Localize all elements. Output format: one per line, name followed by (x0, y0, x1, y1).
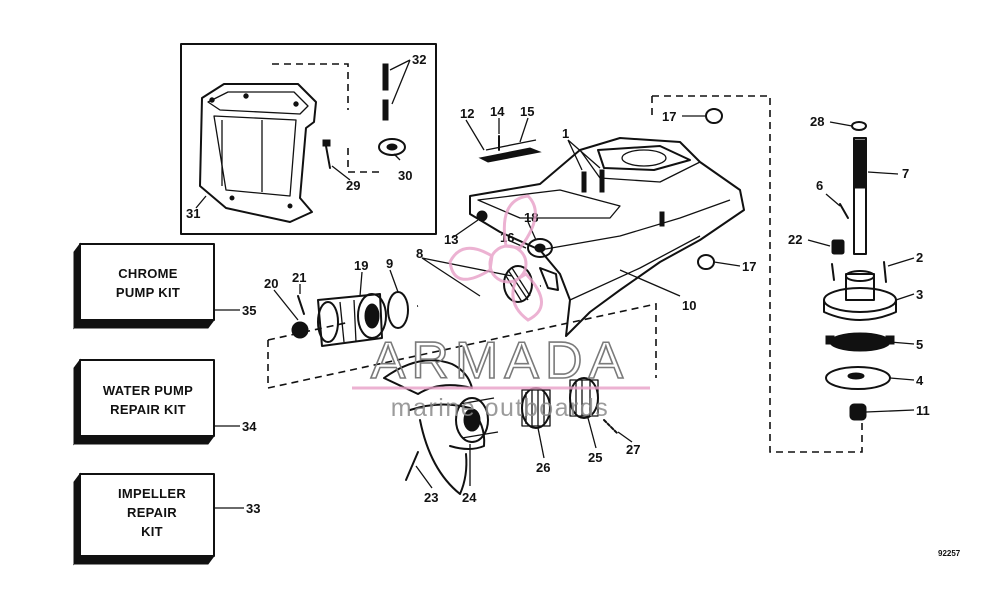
kit-box-water-pump: WATER PUMP REPAIR KIT 34 (73, 358, 257, 446)
callout-30: 30 (398, 168, 412, 183)
seal-part-30 (378, 138, 406, 156)
propeller-shaft-part (417, 265, 541, 308)
impeller-part (825, 332, 895, 352)
callout-2: 2 (916, 250, 923, 265)
callout-23: 23 (424, 490, 438, 505)
kit-box-impeller-repair: IMPELLER REPAIR KIT 33 (73, 472, 260, 566)
propeller-part (383, 359, 499, 495)
callout-16: 16 (500, 230, 514, 245)
leader-lines (273, 115, 915, 489)
callout-4: 4 (916, 373, 924, 388)
exhaust-housing-part (199, 83, 317, 223)
screw-part-2 (883, 261, 887, 283)
part-20 (291, 321, 309, 339)
callout-28: 28 (810, 114, 824, 129)
callout-33: 33 (246, 501, 260, 516)
callout-25: 25 (588, 450, 602, 465)
kit-box-chrome-pump: CHROME PUMP KIT 35 (73, 242, 256, 330)
document-number: 92257 (938, 549, 961, 558)
part-13 (476, 210, 488, 222)
callout-5: 5 (916, 337, 923, 352)
grommet-part-17-top (705, 108, 723, 124)
kit-label-impeller-line2: REPAIR (127, 505, 177, 520)
watermark-title: ARMADA (371, 332, 629, 390)
pump-assembly-outline (652, 95, 863, 453)
callout-19: 19 (354, 258, 368, 273)
callout-3: 3 (916, 287, 923, 302)
callout-6: 6 (816, 178, 823, 193)
callout-9-upper: 9 (386, 256, 393, 271)
screw-part-21 (297, 295, 305, 315)
grommet-part-17-side (697, 254, 715, 270)
inset-box: 32 30 29 31 (180, 43, 437, 235)
callout-34: 34 (242, 419, 257, 434)
callout-11: 11 (916, 403, 930, 418)
pin-part-32 (382, 63, 389, 121)
gear-assembly-outline (267, 303, 657, 389)
callout-32: 32 (412, 52, 426, 67)
watermark-propeller-logo (448, 194, 543, 322)
drive-shaft-part (853, 137, 867, 255)
part-22 (831, 239, 845, 255)
callout-10: 10 (682, 298, 696, 313)
kit-label-chrome-line2: PUMP KIT (116, 285, 180, 300)
o-ring-part-9 (387, 291, 409, 329)
callout-26: 26 (536, 460, 550, 475)
part-11 (849, 403, 867, 421)
kit-label-water-line2: REPAIR KIT (110, 402, 186, 417)
pin-part-27 (603, 419, 619, 435)
callout-35: 35 (242, 303, 256, 318)
part-15 (485, 139, 537, 151)
armada-watermark: ARMADA marine outboards (352, 194, 650, 422)
kit-label-water-line1: WATER PUMP (103, 383, 193, 398)
callout-8: 8 (416, 246, 423, 261)
part-16 (539, 267, 559, 291)
callout-14: 14 (490, 104, 505, 119)
plate-part (825, 366, 891, 390)
callout-1: 1 (562, 126, 569, 141)
callout-31: 31 (186, 206, 200, 221)
part-18 (527, 238, 553, 258)
pin-part-23 (405, 451, 419, 481)
part-12 (478, 147, 542, 163)
callout-numbers: 1 17 17 7 6 28 22 2 3 5 4 11 12 14 15 13… (264, 104, 930, 505)
callout-17-top: 17 (662, 109, 676, 124)
callout-27: 27 (626, 442, 640, 457)
callout-21: 21 (292, 270, 306, 285)
kit-label-impeller-line3: KIT (141, 524, 163, 539)
callout-29: 29 (346, 178, 360, 193)
kit-label-impeller-line1: IMPELLER (118, 486, 186, 501)
callout-15: 15 (520, 104, 534, 119)
bearing-carrier-part (317, 293, 387, 347)
watermark-subtitle: marine outboards (391, 394, 610, 422)
callout-24: 24 (462, 490, 477, 505)
o-ring-part-28 (851, 121, 867, 131)
callout-12: 12 (460, 106, 474, 121)
callout-7: 7 (902, 166, 909, 181)
callout-22: 22 (788, 232, 802, 247)
screw-part-29 (322, 139, 331, 169)
callout-17-side: 17 (742, 259, 756, 274)
callout-20: 20 (264, 276, 278, 291)
key-part-6 (839, 203, 849, 219)
kit-label-chrome-line1: CHROME (118, 266, 178, 281)
callout-13: 13 (444, 232, 458, 247)
